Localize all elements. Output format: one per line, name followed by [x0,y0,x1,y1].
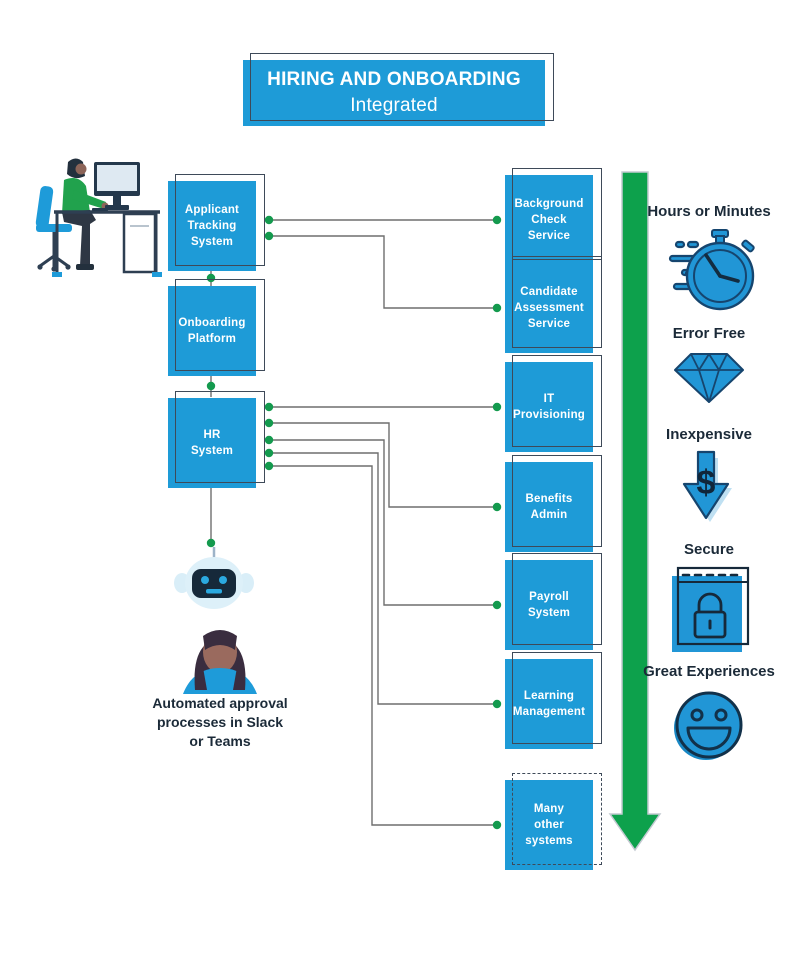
svg-text:$: $ [697,464,716,502]
person-at-desk-icon [35,158,162,277]
benefit-label-error-free: Error Free [672,325,746,342]
benefit-label-hours-or-minutes: Hours or Minutes [647,203,771,220]
benefit-label-secure: Secure [683,541,735,558]
box-label: Learning Management [512,689,586,718]
box-label: Onboarding Platform [178,316,246,345]
secure-browser-lock-icon [672,566,750,652]
diamond-icon [674,353,744,403]
stopwatch-icon [668,229,755,311]
box-label: Background Check Service [514,197,584,243]
automation-caption: Automated approval processes in Slack or… [152,695,288,749]
box-label: IT Provisioning [512,392,586,421]
connection-dots [206,215,502,830]
box-label: HR System [190,428,234,457]
woman-avatar-icon [183,630,257,694]
dollar-down-arrow-icon: $ [682,450,732,522]
box-label: Payroll System [527,590,571,619]
box-label: Applicant Tracking System [184,203,240,249]
box-label: Many other systems [525,802,573,848]
smiley-face-icon [674,691,743,760]
box-label: Benefits Admin [525,492,573,521]
box-label: Candidate Assessment Service [514,285,584,331]
benefit-label-great-experiences: Great Experiences [643,663,775,680]
chatbot-icon [174,547,254,609]
benefit-label-inexpensive: Inexpensive [666,426,752,443]
